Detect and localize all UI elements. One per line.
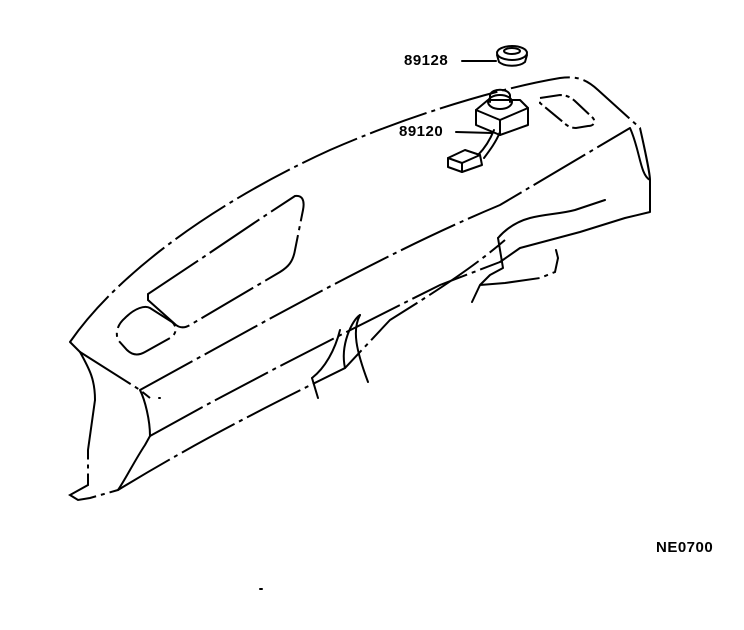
figure-code: NE0700 bbox=[656, 539, 714, 556]
leader-line-89120 bbox=[455, 131, 493, 134]
callout-89128: 89128 bbox=[404, 52, 449, 69]
callout-89120: 89120 bbox=[399, 123, 444, 140]
